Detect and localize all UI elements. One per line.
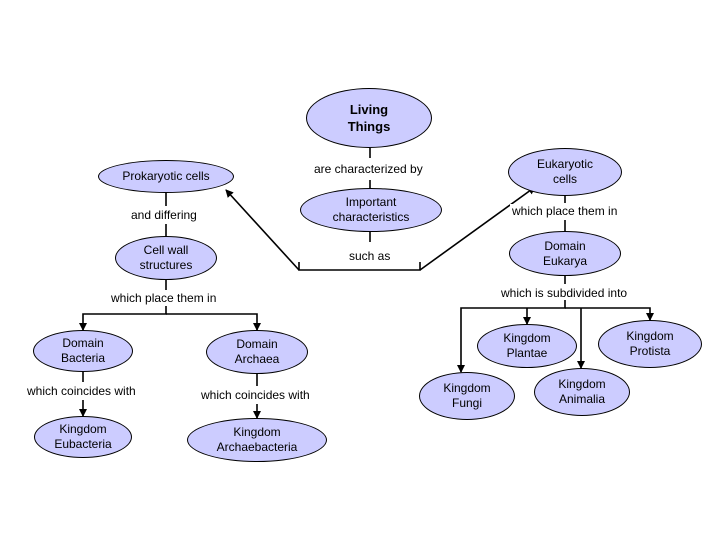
node-kingdom-animalia: Kingdom Animalia <box>534 368 630 416</box>
connector-to-eukaryotic <box>419 186 536 271</box>
link-are-characterized-by: are characterized by <box>312 162 425 176</box>
node-kingdom-fungi: Kingdom Fungi <box>419 372 515 420</box>
node-kingdom-archaebacteria: Kingdom Archaebacteria <box>187 418 327 462</box>
link-which-place-them-in-right: which place them in <box>510 204 620 218</box>
connector-subdivided-bar <box>457 300 566 373</box>
node-important-characteristics: Important characteristics <box>300 188 442 232</box>
link-which-coincides-with-bacteria: which coincides with <box>25 384 138 398</box>
connector-subdivided-bar-right <box>565 307 654 321</box>
node-living-things: Living Things <box>306 88 432 148</box>
connector-place-split-right <box>166 313 261 331</box>
node-eukaryotic-cells: Eukaryotic cells <box>508 148 622 196</box>
link-which-place-them-in-left: which place them in <box>109 291 219 305</box>
link-which-coincides-with-archaea: which coincides with <box>199 388 312 402</box>
node-cell-wall-structures: Cell wall structures <box>115 236 217 280</box>
node-domain-bacteria: Domain Bacteria <box>33 330 133 372</box>
node-kingdom-protista: Kingdom Protista <box>598 320 702 368</box>
link-and-differing: and differing <box>129 208 199 222</box>
link-such-as: such as <box>347 249 393 263</box>
connector-suchas-v <box>298 262 421 271</box>
connector-to-prokaryotic <box>225 189 300 271</box>
link-which-is-subdivided-into: which is subdivided into <box>499 286 630 300</box>
node-domain-archaea: Domain Archaea <box>206 330 308 374</box>
node-kingdom-eubacteria: Kingdom Eubacteria <box>34 416 132 458</box>
connector-place-split <box>79 306 167 331</box>
node-prokaryotic-cells: Prokaryotic cells <box>98 160 234 193</box>
node-domain-eukarya: Domain Eukarya <box>509 231 621 276</box>
node-kingdom-plantae: Kingdom Plantae <box>477 324 577 368</box>
